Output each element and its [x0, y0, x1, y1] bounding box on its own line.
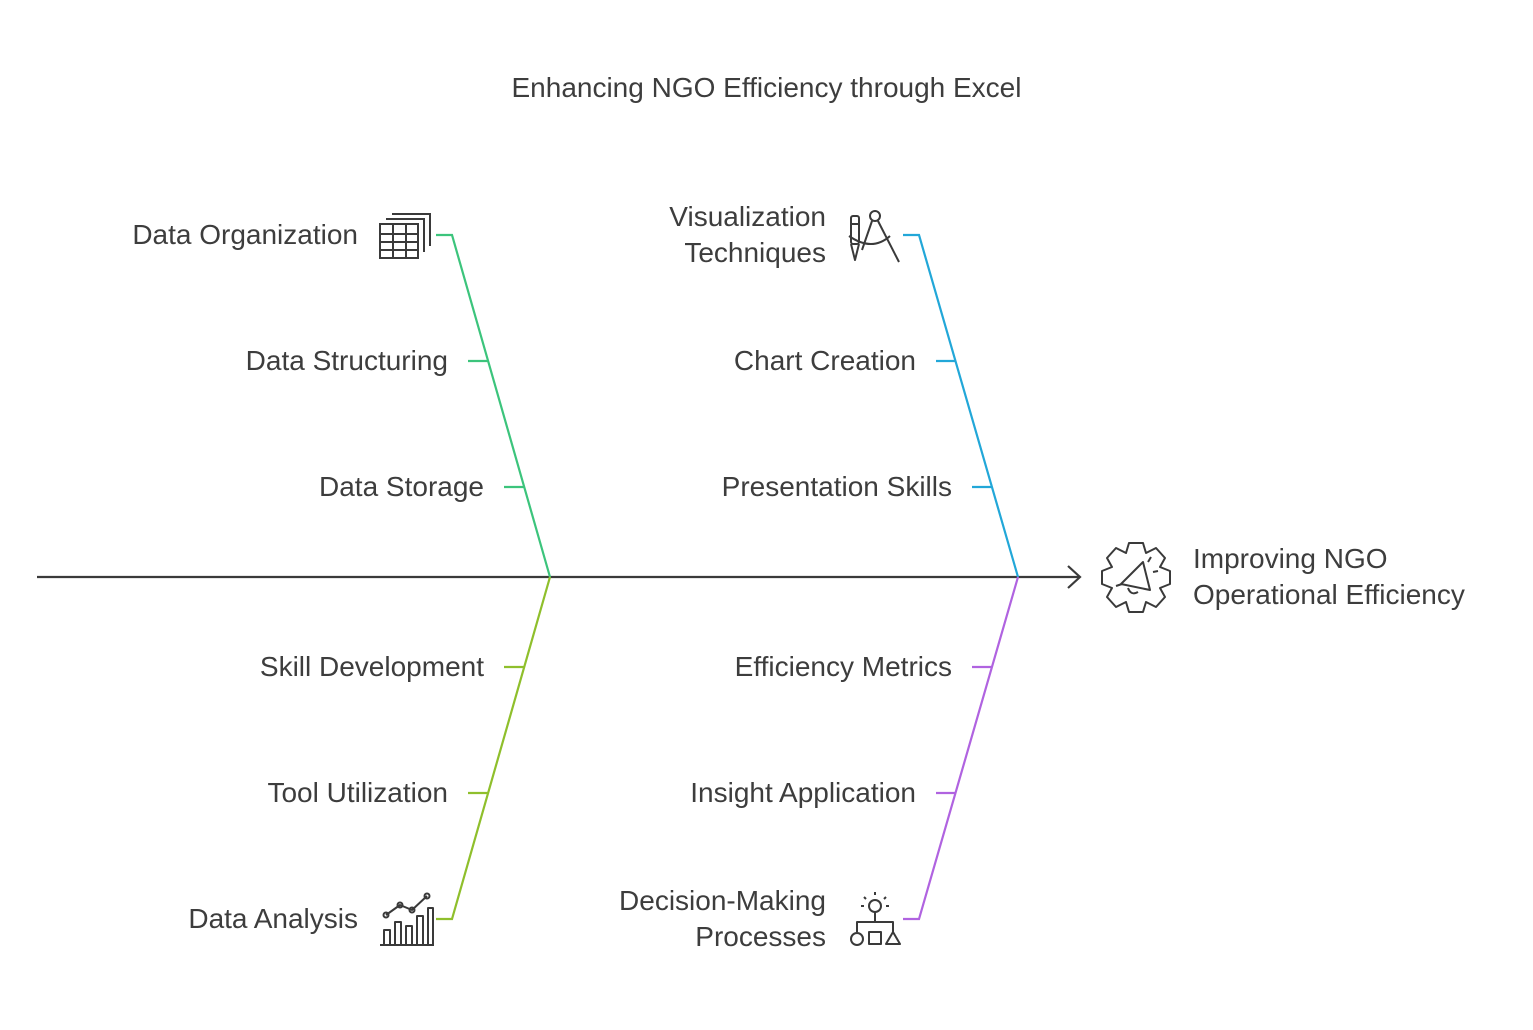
- branch-head-line-1: Decision-Making: [619, 885, 826, 916]
- branch-head-data-analysis: Data Analysis: [188, 903, 358, 934]
- decision-lightbulb-icon: [850, 892, 901, 946]
- item-data-structuring: Data Structuring: [245, 345, 448, 376]
- branch-head-line-2: Processes: [695, 921, 826, 952]
- item-presentation-skills: Presentation Skills: [721, 471, 952, 502]
- bar-line-chart-icon: [380, 892, 434, 946]
- branch-bottom-left-line: [436, 576, 552, 921]
- drafting-tools-icon: [848, 210, 900, 263]
- branch-bottom-right-line: [903, 576, 1020, 921]
- branch-head-line-1: Visualization: [669, 201, 826, 232]
- spreadsheet-icon: [379, 213, 431, 259]
- branch-top-left-line: [436, 233, 552, 578]
- effect-line-1: Improving NGO: [1193, 543, 1388, 574]
- item-data-storage: Data Storage: [319, 471, 484, 502]
- effect-label: Improving NGO Operational Efficiency: [1193, 541, 1523, 613]
- branch-head-decision-making-processes: Decision-Making Processes: [560, 883, 826, 955]
- spine-arrowhead: [1067, 565, 1082, 589]
- item-insight-application: Insight Application: [690, 777, 916, 808]
- effect-line-2: Operational Efficiency: [1193, 579, 1465, 610]
- branch-head-data-organization: Data Organization: [132, 219, 358, 250]
- item-efficiency-metrics: Efficiency Metrics: [734, 651, 952, 682]
- diagram-title: Enhancing NGO Efficiency through Excel: [511, 72, 1022, 103]
- branch-head-line-2: Techniques: [684, 237, 826, 268]
- item-skill-development: Skill Development: [259, 651, 484, 682]
- branch-head-visualization-techniques: Visualization Techniques: [560, 199, 826, 271]
- item-tool-utilization: Tool Utilization: [267, 777, 448, 808]
- gear-megaphone-icon: [1101, 542, 1171, 613]
- item-chart-creation: Chart Creation: [733, 345, 916, 376]
- branch-top-right-line: [903, 233, 1020, 578]
